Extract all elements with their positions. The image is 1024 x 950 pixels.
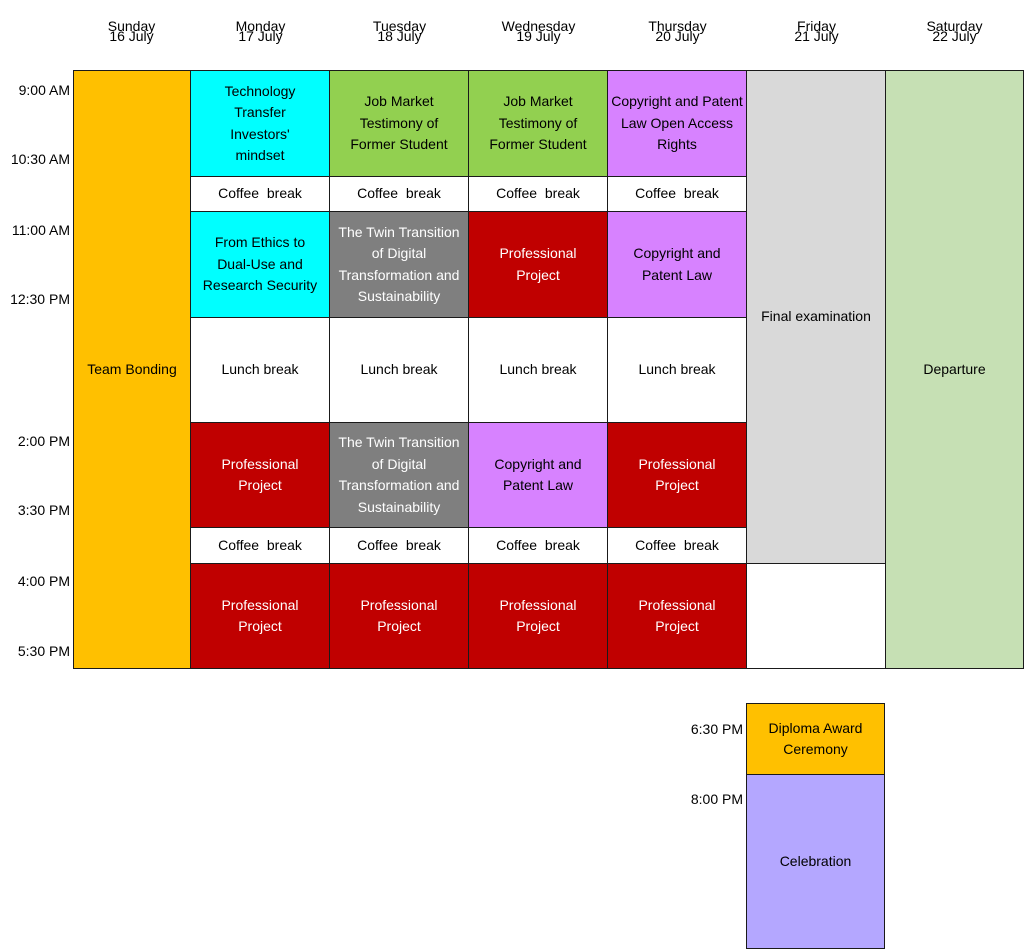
session-ethics-research-security: From Ethics to Dual-Use and Research Sec… [190, 211, 330, 318]
session-label: Coffee break [496, 185, 580, 202]
day-header-friday: Friday 21 July [747, 0, 886, 45]
session-label: The Twin Transition of Digital Transform… [338, 223, 460, 305]
session-label: Celebration [779, 852, 852, 869]
session-label: Professional Project [221, 596, 299, 635]
lunch-break: Lunch break [190, 317, 330, 423]
session-technology-transfer: Technology Transfer Investors' mindset [190, 70, 330, 177]
session-departure: Departure [885, 70, 1024, 669]
session-label: Departure [923, 360, 986, 377]
day-name: Sunday [107, 18, 156, 34]
time-label: 11:00 AM [11, 222, 70, 238]
time-label: 8:00 PM [690, 791, 743, 807]
session-professional-project: Professional Project [607, 422, 747, 528]
session-professional-project: Professional Project [329, 563, 469, 669]
day-name: Monday [235, 18, 286, 34]
session-twin-transition: The Twin Transition of Digital Transform… [329, 422, 469, 528]
session-copyright-patent-law: Copyright and Patent Law [468, 422, 608, 528]
session-label: Lunch break [360, 361, 438, 378]
coffee-break: Coffee break [468, 527, 608, 564]
session-label: Coffee break [357, 536, 441, 553]
session-label: Job Market Testimony of Former Student [350, 93, 448, 153]
session-label: Coffee break [635, 536, 719, 553]
session-label: The Twin Transition of Digital Transform… [338, 434, 460, 515]
coffee-break: Coffee break [190, 176, 330, 212]
session-label: Professional Project [221, 455, 299, 494]
session-final-examination: Final examination [746, 70, 886, 564]
session-copyright-open-access: Copyright and Patent Law Open Access Rig… [607, 70, 747, 177]
time-label: 9:00 AM [18, 82, 70, 98]
session-label: Professional Project [499, 596, 577, 635]
day-date: 20 July [655, 28, 700, 44]
empty-slot [746, 563, 886, 669]
day-date: 22 July [932, 28, 977, 44]
session-job-market: Job Market Testimony of Former Student [329, 70, 469, 177]
time-label: 12:30 PM [10, 291, 70, 307]
time-label: 6:30 PM [690, 721, 743, 737]
session-label: Professional Project [360, 596, 438, 635]
session-professional-project: Professional Project [190, 422, 330, 528]
day-header-saturday: Saturday 22 July [885, 0, 1024, 45]
day-date: 18 July [377, 28, 422, 44]
lunch-break: Lunch break [607, 317, 747, 423]
time-label: 5:30 PM [17, 643, 70, 659]
day-date: 21 July [794, 28, 839, 44]
session-label: Diploma Award Ceremony [768, 719, 863, 758]
session-team-bonding: Team Bonding [73, 70, 191, 669]
session-label: Professional Project [638, 596, 716, 635]
lunch-break: Lunch break [468, 317, 608, 423]
session-label: Team Bonding [87, 360, 177, 377]
day-date: 19 July [516, 28, 561, 44]
coffee-break: Coffee break [468, 176, 608, 212]
time-label: 3:30 PM [17, 502, 70, 518]
day-header-tuesday: Tuesday 18 July [330, 0, 469, 45]
session-professional-project: Professional Project [607, 563, 747, 669]
day-header-thursday: Thursday 20 July [608, 0, 747, 45]
day-name: Wednesday [501, 18, 576, 34]
session-label: Coffee break [218, 536, 302, 553]
day-date: 17 July [238, 28, 283, 44]
day-header-monday: Monday 17 July [191, 0, 330, 45]
day-name: Friday [797, 18, 836, 34]
day-header-sunday: Sunday 16 July [62, 0, 201, 45]
session-label: Coffee break [496, 536, 580, 553]
session-professional-project: Professional Project [468, 563, 608, 669]
time-label: 10:30 AM [10, 151, 70, 167]
session-label: Lunch break [499, 361, 577, 378]
session-label: Professional Project [499, 245, 577, 283]
lunch-break: Lunch break [329, 317, 469, 423]
day-header-wednesday: Wednesday 19 July [469, 0, 608, 45]
session-label: Copyright and Patent Law Open Access Rig… [611, 93, 743, 153]
coffee-break: Coffee break [190, 527, 330, 564]
session-label: From Ethics to Dual-Use and Research Sec… [202, 234, 318, 294]
session-label: Coffee break [357, 185, 441, 202]
session-label: Coffee break [635, 185, 719, 202]
session-label: Copyright and Patent Law [494, 455, 582, 494]
session-label: Final examination [761, 308, 871, 325]
session-label: Job Market Testimony of Former Student [489, 93, 587, 153]
day-name: Saturday [926, 18, 983, 34]
session-label: Professional Project [638, 455, 716, 494]
session-label: Technology Transfer Investors' mindset [224, 82, 296, 164]
session-diploma-award-ceremony: Diploma Award Ceremony [746, 703, 885, 775]
session-label: Coffee break [218, 185, 302, 202]
day-date: 16 July [109, 28, 154, 44]
session-copyright-patent-law: Copyright and Patent Law [607, 211, 747, 318]
day-name: Thursday [648, 18, 707, 34]
session-professional-project: Professional Project [468, 211, 608, 318]
session-celebration: Celebration [746, 774, 885, 949]
session-label: Lunch break [221, 361, 299, 378]
coffee-break: Coffee break [329, 176, 469, 212]
session-job-market: Job Market Testimony of Former Student [468, 70, 608, 177]
coffee-break: Coffee break [329, 527, 469, 564]
coffee-break: Coffee break [607, 527, 747, 564]
session-twin-transition: The Twin Transition of Digital Transform… [329, 211, 469, 318]
session-label: Lunch break [638, 361, 716, 378]
time-label: 2:00 PM [17, 433, 70, 449]
session-professional-project: Professional Project [190, 563, 330, 669]
day-name: Tuesday [372, 18, 427, 34]
coffee-break: Coffee break [607, 176, 747, 212]
time-label: 4:00 PM [17, 573, 70, 589]
session-label: Copyright and Patent Law [633, 245, 721, 283]
